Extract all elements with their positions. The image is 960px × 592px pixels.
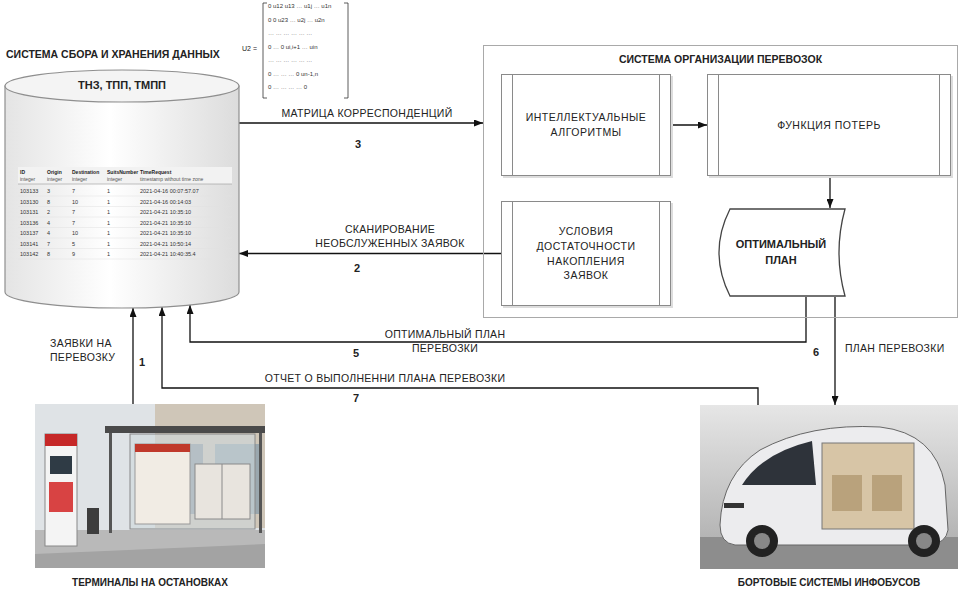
matrix-row: 0 … 0 ui,i+1 … uin [268,44,318,50]
callout-number: 5 [353,347,359,359]
connector [190,297,806,342]
kiosk-screen [50,456,72,474]
locker [195,464,250,519]
side-bar [512,202,513,305]
table-rule [18,196,232,197]
bus-interior [822,443,914,529]
connector [834,297,835,405]
shelter-roof [105,426,265,433]
locker-split [222,464,223,519]
photo-caption: ТЕРМИНАЛЫ НА ОСТАНОВКАХ [35,577,265,588]
connector [239,253,501,254]
photo-ground [700,405,958,569]
bus-seat [872,475,902,511]
process-label: ФУНКЦИЯ ПОТЕРЬ [777,118,881,133]
matrix-row: 0 u12 u13 … u1j … u1n [268,3,331,9]
bracket [263,3,267,98]
table-rule [18,259,232,260]
shelter-post [109,433,112,533]
shelter-post [259,433,262,533]
process-box: УСЛОВИЯ ДОСТАТОЧНОСТИ НАКОПЛЕНИЯ ЗАЯВОК [501,201,671,306]
table-rule [18,184,232,185]
bin [87,508,99,534]
kiosk-top [45,434,77,446]
bracket [344,3,348,98]
matrix-row: … … … … … … [268,30,312,36]
side-bar [939,75,940,175]
connector [829,176,830,208]
process-box: ФУНКЦИЯ ПОТЕРЬ [707,74,951,176]
edge-label: МАТРИЦА КОРРЕСПОНДЕНЦИЙ [262,106,472,120]
cylinder-outline [2,68,242,312]
table-rule [18,227,232,228]
table-header [18,167,232,184]
table-rule [18,206,232,207]
callout-number: 2 [354,262,360,274]
bus-node: БОРТОВЫЕ СИСТЕМЫ ИНФОБУСОВ [700,405,958,590]
matrix-name: U2 = [242,45,257,52]
node-heading: СИСТЕМА СБОРА И ХРАНЕНИЯ ДАННЫХ [6,48,220,60]
rim [754,533,770,549]
table-rule [18,248,232,249]
table-rule [18,238,232,239]
rim [916,533,932,549]
frame-title: СИСТЕМА ОРГАНИЗАЦИИ ПЕРЕВОЗОК [484,53,957,65]
process-label: ИНТЕЛЛЕКТУАЛЬНЫЕ АЛГОРИТМЫ [524,110,648,139]
bus-light [724,503,744,508]
connector [132,308,133,404]
edge-label: ОПТИМАЛЬНЫЙ ПЛАН ПЕРЕВОЗКИ [370,327,520,355]
callout-number: 7 [353,392,359,404]
terminal-photo [35,404,265,568]
photo-ground [35,404,265,568]
connector [239,122,483,123]
stored-data-path [719,209,845,296]
callout-number: 1 [139,356,145,368]
edge-label: ПЛАН ПЕРЕВОЗКИ [845,341,955,355]
stored-data-outline [716,208,846,297]
wheel [746,525,778,557]
bus-photo [700,405,958,569]
matrix-row: 0 … … … … 0 [268,84,307,90]
connector [162,307,758,405]
shelter-glass [130,434,255,529]
connector [671,124,707,125]
system-frame: СИСТЕМА ОРГАНИЗАЦИИ ПЕРЕВОЗОК ИНТЕЛЛЕКТУА… [483,45,958,318]
wheel [908,525,940,557]
side-bar [659,75,660,175]
matrix-row: … … … … … … [268,57,312,63]
photo-caption: БОРТОВЫЕ СИСТЕМЫ ИНФОБУСОВ [700,577,958,588]
process-label: УСЛОВИЯ ДОСТАТОЧНОСТИ НАКОПЛЕНИЯ ЗАЯВОК [524,224,648,283]
kerb [35,544,265,568]
bus-windscreen [742,441,816,485]
bus-seat [832,475,862,511]
matrix-row: 0 0 u23 … u2j … u2n [268,17,325,23]
side-bar [659,202,660,305]
callout-number: 3 [355,138,361,150]
edge-label: ОТЧЕТ О ВЫПОЛНЕННИ ПЛАНА ПЕРЕВОЗКИ [250,371,520,385]
kiosk [45,434,77,546]
callout-number: 6 [813,346,819,358]
table-rule [18,217,232,218]
poster-band [135,444,190,452]
cylinder-body [5,86,239,308]
node-text: ТНЗ, ТПП, ТМПП [2,79,242,91]
poster [135,444,190,524]
side-bar [718,75,719,175]
side-bar [512,75,513,175]
edge-label: СКАНИРОВАНИЕ НЕОБСЛУЖЕННЫХ ЗАЯВОК [305,222,475,250]
kiosk-panel [49,482,73,512]
matrix-row: 0 … … … 0 un-1,n [268,71,318,77]
store-label: ОПТИМАЛЬНЫЙ ПЛАН [734,237,828,268]
process-box: ИНТЕЛЛЕКТУАЛЬНЫЕ АЛГОРИТМЫ [501,74,671,176]
stored-data-shape: ОПТИМАЛЬНЫЙ ПЛАН [716,208,846,297]
terminal-node: ТЕРМИНАЛЫ НА ОСТАНОВКАХ [35,404,265,590]
edge-label: ЗАЯВКИ НА ПЕРЕВОЗКУ [50,336,128,364]
